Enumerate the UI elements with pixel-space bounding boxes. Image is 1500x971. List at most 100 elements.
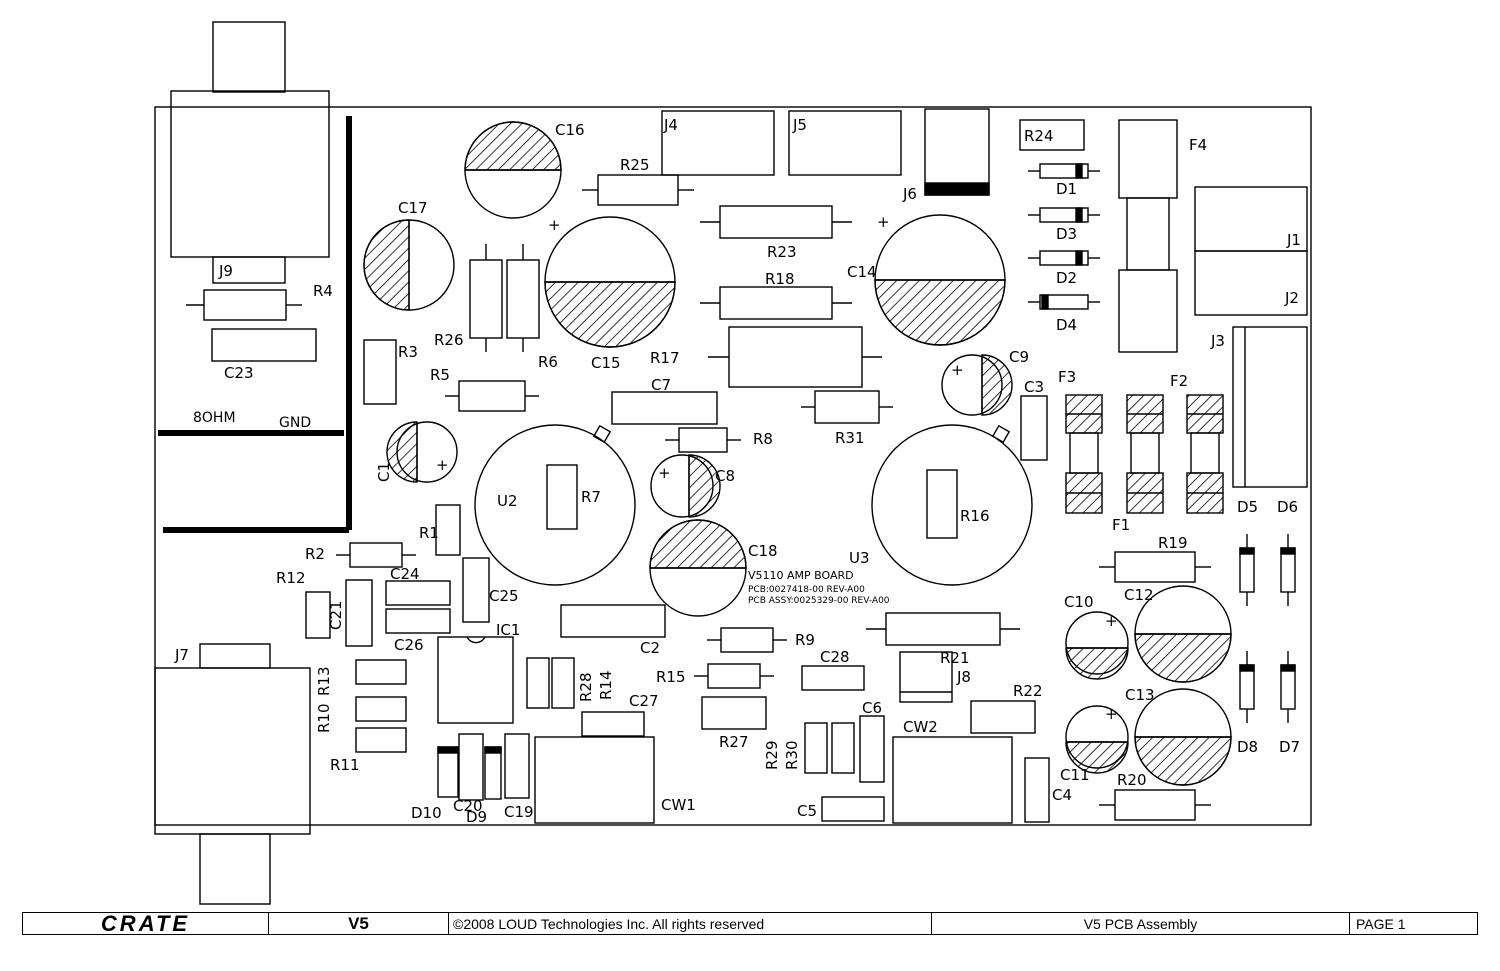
label-f4: F4 — [1189, 136, 1207, 154]
label-d5: D5 — [1237, 498, 1258, 516]
resistor-r4 — [186, 289, 302, 321]
label-d8: D8 — [1237, 738, 1258, 756]
label-c27: C27 — [629, 692, 659, 710]
capacitor-c3 — [1020, 395, 1048, 461]
label-j9: J9 — [218, 262, 233, 280]
connector-j5 — [788, 110, 902, 176]
capacitor-c6 — [859, 715, 885, 783]
resistor-r5 — [445, 380, 539, 412]
label-r3: R3 — [398, 343, 418, 361]
label-r16: R16 — [960, 507, 990, 525]
label-r24: R24 — [1024, 127, 1054, 145]
diode-d9 — [484, 746, 502, 800]
trimmer-cw1 — [534, 736, 655, 824]
copyright-text: ©2008 LOUD Technologies Inc. All rights … — [453, 915, 765, 932]
connector-j4 — [661, 110, 775, 176]
capacitor-c11 — [1065, 705, 1129, 774]
label-r4: R4 — [313, 282, 333, 300]
label-d7: D7 — [1279, 738, 1300, 756]
diode-d6 — [1280, 534, 1296, 606]
polarity-c14: + — [877, 213, 890, 231]
model-name: V5 — [348, 913, 369, 933]
label-r11: R11 — [330, 756, 360, 774]
label-r20: R20 — [1117, 771, 1147, 789]
label-c1: C1 — [375, 462, 393, 482]
label-r8: R8 — [753, 430, 773, 448]
resistor-r6 — [506, 244, 540, 352]
label-c28: C28 — [820, 648, 850, 666]
board-outline — [154, 106, 1312, 826]
brand-logo: CRATE — [23, 913, 269, 934]
document-title: V5 PCB Assembly — [1083, 915, 1198, 932]
label-r27: R27 — [719, 733, 749, 751]
diode-d4 — [1028, 294, 1100, 310]
document-cell: V5 PCB Assembly — [932, 913, 1350, 934]
capacitor-c21 — [345, 579, 373, 647]
resistor-r12 — [305, 591, 331, 639]
label-r9: R9 — [795, 631, 815, 649]
resistor-r11 — [355, 727, 407, 753]
label-c11: C11 — [1060, 766, 1090, 784]
connector-j8 — [899, 651, 953, 703]
label-j2: J2 — [1284, 289, 1299, 307]
polarity-c9: + — [951, 361, 964, 379]
connector-j7 — [154, 643, 311, 905]
label-c15: C15 — [591, 354, 621, 372]
label-r18: R18 — [765, 270, 795, 288]
label-c3: C3 — [1024, 378, 1044, 396]
speaker-trace — [158, 116, 352, 533]
label-r19: R19 — [1158, 534, 1188, 552]
label-d9: D9 — [466, 808, 487, 826]
label-d10: D10 — [411, 804, 442, 822]
capacitor-c5 — [821, 796, 885, 822]
label-r5: R5 — [430, 366, 450, 384]
capacitor-c16 — [464, 121, 562, 219]
label-c26: C26 — [394, 636, 424, 654]
capacitor-c18 — [649, 519, 747, 617]
connector-j2 — [1194, 250, 1308, 316]
capacitor-c20 — [458, 733, 484, 801]
polarity-c1: + — [436, 456, 449, 474]
label-j6: J6 — [902, 185, 917, 203]
title-block: CRATE V5 ©2008 LOUD Technologies Inc. Al… — [22, 912, 1478, 935]
amplifier-u2 — [474, 424, 636, 586]
fuse-f3 — [1065, 394, 1103, 514]
fuse-f2 — [1186, 394, 1224, 514]
resistor-r18 — [700, 286, 852, 320]
resistor-r19 — [1099, 551, 1211, 583]
label-r14: R14 — [597, 670, 615, 700]
label-j1: J1 — [1286, 231, 1301, 249]
label-c25: C25 — [489, 587, 519, 605]
label-c8: C8 — [715, 467, 735, 485]
resistor-r10 — [355, 696, 407, 722]
resistor-r16 — [926, 469, 958, 539]
diode-d10 — [437, 746, 459, 798]
label-c6: C6 — [862, 699, 882, 717]
fuse-f1 — [1126, 394, 1164, 514]
capacitor-c10 — [1065, 611, 1129, 680]
label-c10: C10 — [1064, 593, 1094, 611]
diode-d5 — [1239, 534, 1255, 606]
label-c18: C18 — [748, 542, 778, 560]
label-c17: C17 — [398, 199, 428, 217]
label-c16: C16 — [555, 121, 585, 139]
resistor-r17 — [708, 326, 882, 388]
label-f2: F2 — [1170, 372, 1188, 390]
resistor-r30 — [831, 722, 855, 774]
brand-name: CRATE — [100, 913, 191, 934]
model-cell: V5 — [269, 913, 449, 934]
label-r26: R26 — [434, 331, 464, 349]
label-c13: C13 — [1125, 686, 1155, 704]
label-j8: J8 — [956, 668, 971, 686]
label-r2: R2 — [305, 545, 325, 563]
label-c9: C9 — [1009, 348, 1029, 366]
capacitor-c1 — [386, 421, 458, 483]
label-cw2: CW2 — [903, 718, 938, 736]
capacitor-c8 — [650, 454, 721, 518]
capacitor-c7 — [611, 391, 718, 425]
label-r30: R30 — [783, 740, 801, 770]
label-c20: C20 — [453, 797, 483, 815]
label-r28: R28 — [577, 672, 595, 702]
capacitor-c19 — [504, 733, 530, 799]
label-c2: C2 — [640, 639, 660, 657]
